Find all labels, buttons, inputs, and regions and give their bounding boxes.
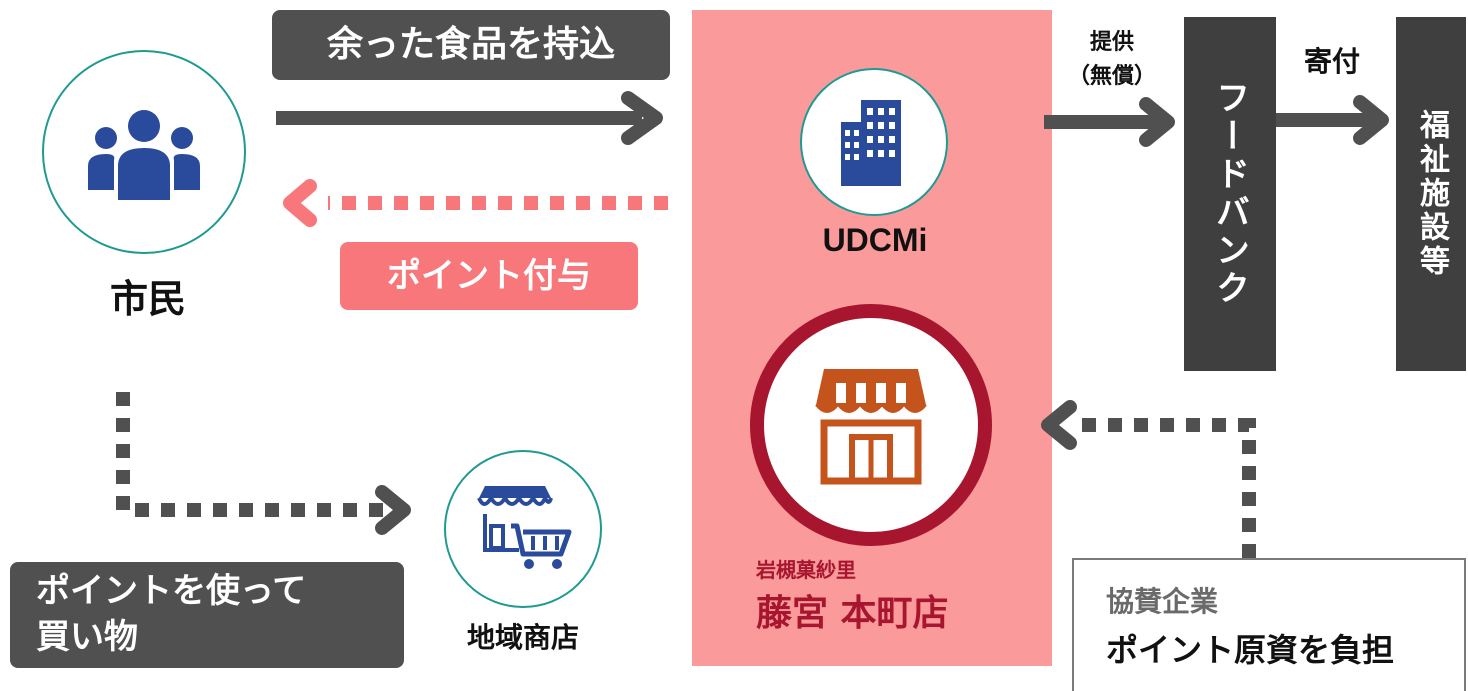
use-points-line2: 買い物 bbox=[36, 617, 138, 657]
provide-label: 提供 （無償） bbox=[1052, 26, 1172, 94]
sponsor-line1: 協賛企業 bbox=[1106, 585, 1219, 618]
bring-food-label: 余った食品を持込 bbox=[272, 10, 670, 80]
shop-icon-circle bbox=[750, 304, 992, 546]
people-group-icon bbox=[88, 110, 200, 200]
provide-line1: 提供 bbox=[1089, 30, 1134, 55]
welfare-column: 福祉施設等 bbox=[1396, 17, 1466, 371]
food-bank-column: フードバンク bbox=[1184, 17, 1276, 371]
citizen-label: 市民 bbox=[109, 277, 186, 321]
arrow-grant-points bbox=[283, 179, 668, 227]
food-bank-label: フードバンク bbox=[1209, 80, 1250, 308]
grant-points-label: ポイント付与 bbox=[340, 242, 638, 310]
shop-name-label: 藤宮 本町店 bbox=[756, 593, 949, 634]
sponsor-line2: ポイント原資を負担 bbox=[1106, 631, 1395, 669]
local-store-label: 地域商店 bbox=[466, 621, 579, 654]
citizen-icon-circle bbox=[42, 50, 246, 254]
shop-brand-label: 岩槻菓紗里 bbox=[756, 558, 856, 582]
use-points-line1: ポイントを使って bbox=[36, 571, 307, 611]
storefront-icon bbox=[815, 369, 927, 485]
arrow-use-points bbox=[116, 392, 411, 535]
arrow-donate bbox=[1276, 95, 1389, 145]
provide-line2: （無償） bbox=[1067, 64, 1156, 89]
arrow-bring-food bbox=[276, 91, 663, 145]
use-points-label: ポイントを使って 買い物 bbox=[10, 562, 404, 668]
udcmi-icon-circle bbox=[800, 68, 948, 216]
office-building-icon bbox=[841, 100, 901, 186]
sponsor-box: 協賛企業 ポイント原資を負担 bbox=[1072, 558, 1466, 691]
udcmi-label: UDCMi bbox=[822, 222, 928, 258]
donate-label: 寄付 bbox=[1303, 45, 1360, 78]
welfare-label: 福祉施設等 bbox=[1414, 109, 1449, 279]
store-cart-icon bbox=[477, 486, 572, 569]
local-store-icon-circle bbox=[444, 450, 602, 608]
arrow-sponsor bbox=[1041, 400, 1256, 558]
arrow-provide bbox=[1044, 97, 1175, 147]
